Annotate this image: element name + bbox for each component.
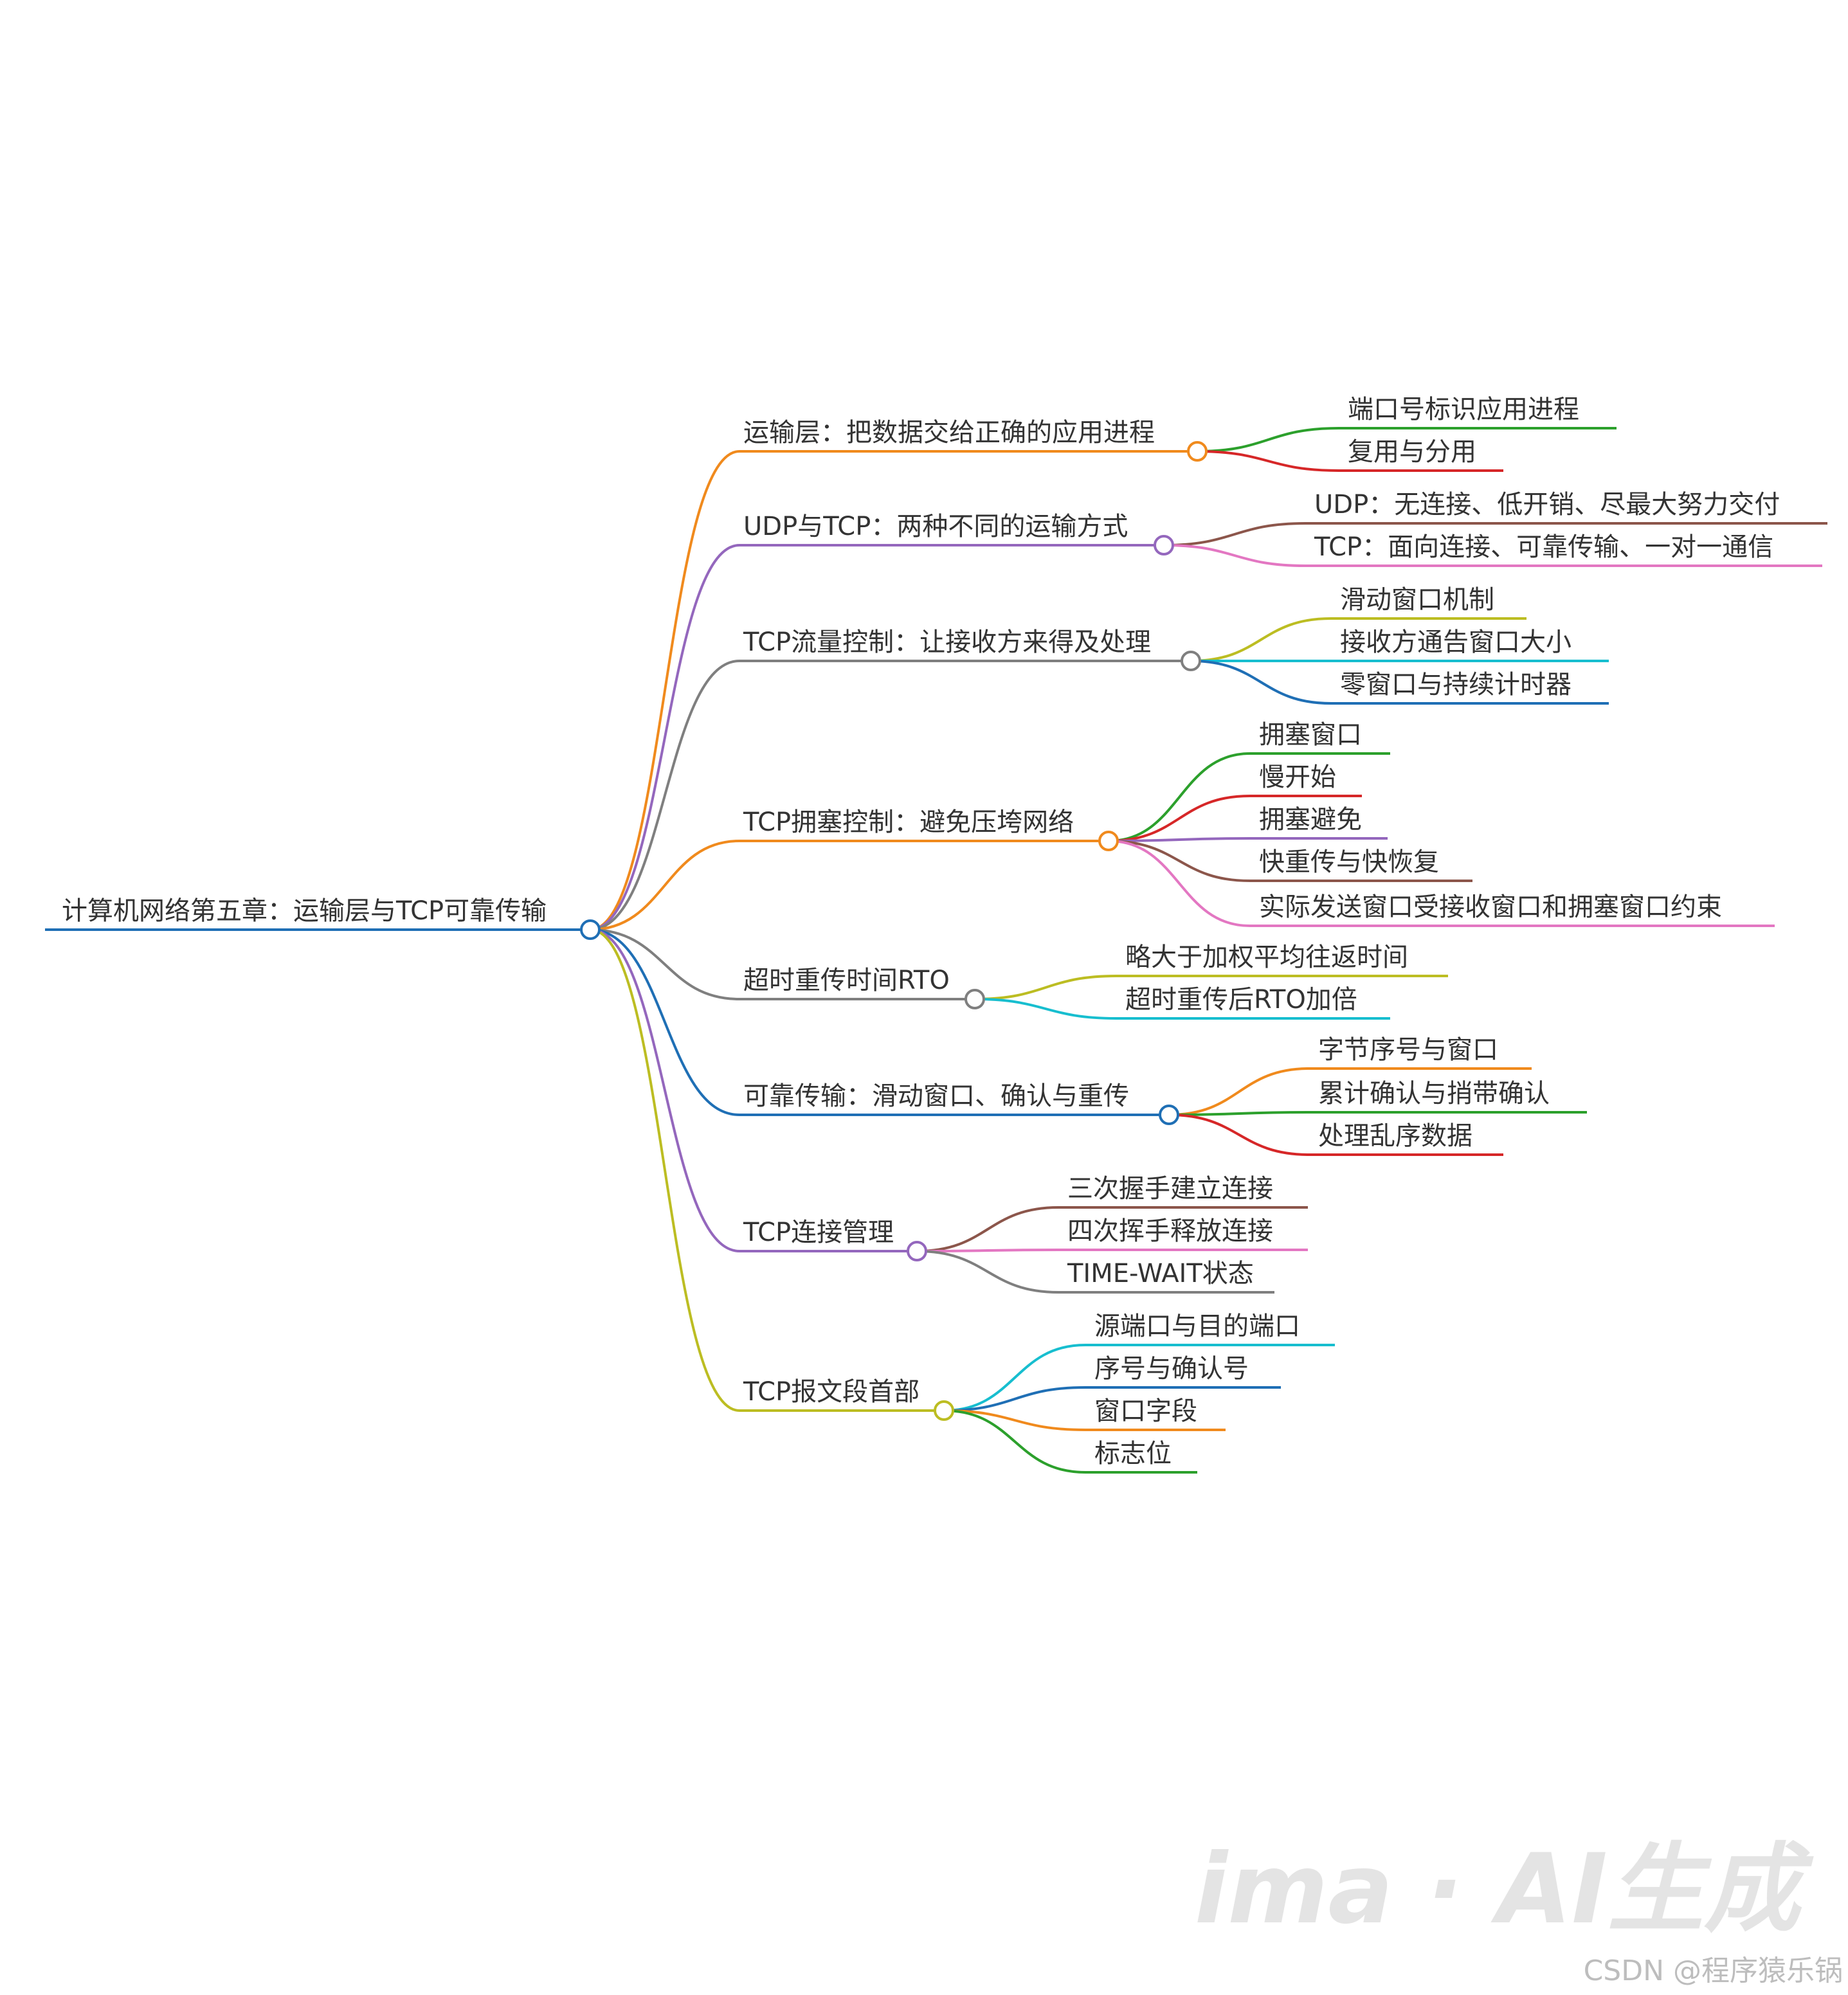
leaf-connector <box>1108 840 1251 882</box>
leaf-topic-label: 实际发送窗口受接收窗口和拥塞窗口约束 <box>1259 892 1722 922</box>
leaf-topic-label: TIME-WAIT状态 <box>1067 1259 1254 1288</box>
leaf-topic-label: 略大于加权平均往返时间 <box>1125 943 1408 972</box>
leaf-connector <box>943 1409 1086 1474</box>
connector-lines <box>45 427 1827 1474</box>
leaf-topic-label: 字节序号与窗口 <box>1318 1035 1498 1065</box>
leaf-topic-label: UDP：无连接、低开销、尽最大努力交付 <box>1314 490 1780 519</box>
leaf-connector <box>1197 450 1339 472</box>
leaf-connector <box>974 975 1117 1000</box>
branch-connector <box>590 840 740 931</box>
leaf-topic-label: 累计确认与捎带确认 <box>1318 1079 1550 1108</box>
leaf-topic-label: 拥塞窗口 <box>1259 720 1362 750</box>
leaf-topic-label: 超时重传后RTO加倍 <box>1125 985 1357 1015</box>
leaf-topic-label: 零窗口与持续计时器 <box>1340 670 1572 700</box>
leaf-connector <box>1190 660 1332 705</box>
branch-collapse-toggle[interactable] <box>1154 535 1174 555</box>
branch-connector <box>590 928 740 1252</box>
leaf-topic-label: 源端口与目的端口 <box>1094 1312 1300 1341</box>
branch-topic-label: 超时重传时间RTO <box>743 966 950 995</box>
leaf-connector <box>1168 1111 1310 1116</box>
branch-topic-label: 运输层：把数据交给正确的应用进程 <box>743 418 1155 447</box>
leaf-topic-label: 接收方通告窗口大小 <box>1340 627 1572 657</box>
branch-collapse-toggle[interactable] <box>934 1400 954 1421</box>
branch-topic-label: 可靠传输：滑动窗口、确认与重传 <box>743 1081 1129 1111</box>
csdn-credit: CSDN @程序猿乐锅 <box>1584 1954 1843 1987</box>
branch-collapse-toggle[interactable] <box>1098 831 1119 851</box>
branch-connector <box>590 660 740 931</box>
branch-connector <box>590 928 740 1000</box>
branch-connector <box>590 450 740 931</box>
leaf-topic-label: 窗口字段 <box>1094 1396 1197 1426</box>
branch-topic-label: UDP与TCP：两种不同的运输方式 <box>743 512 1128 541</box>
leaf-topic-label: 端口号标识应用进程 <box>1348 395 1579 424</box>
leaf-topic-label: 滑动窗口机制 <box>1340 585 1494 615</box>
leaf-connector <box>943 1386 1086 1412</box>
branch-collapse-toggle[interactable] <box>965 989 985 1009</box>
branch-connector <box>590 928 740 1116</box>
branch-connector <box>590 544 740 931</box>
leaf-connector <box>1190 617 1332 662</box>
leaf-topic-label: 处理乱序数据 <box>1318 1121 1472 1151</box>
leaf-connector <box>1163 522 1306 546</box>
leaf-connector <box>1163 544 1306 567</box>
leaf-connector <box>916 1206 1059 1252</box>
branch-collapse-toggle[interactable] <box>907 1241 927 1261</box>
leaf-topic-label: 标志位 <box>1094 1439 1172 1468</box>
root-topic-label: 计算机网络第五章：运输层与TCP可靠传输 <box>62 896 547 926</box>
branch-collapse-toggle[interactable] <box>1159 1105 1179 1125</box>
leaf-topic-label: 快重传与快恢复 <box>1259 847 1439 877</box>
branch-collapse-toggle[interactable] <box>1181 651 1201 671</box>
leaf-connector <box>943 1344 1086 1412</box>
leaf-topic-label: 三次握手建立连接 <box>1067 1174 1273 1204</box>
mind-map-nodes: 计算机网络第五章：运输层与TCP可靠传输 运输层：把数据交给正确的应用进程 端口号标… <box>62 395 1780 1468</box>
leaf-connector <box>916 1249 1059 1252</box>
leaf-connector <box>1108 752 1251 842</box>
leaf-connector <box>916 1250 1059 1294</box>
branch-connector <box>590 928 740 1412</box>
branch-topic-label: TCP流量控制：让接收方来得及处理 <box>743 627 1151 657</box>
leaf-connector <box>1197 427 1339 453</box>
leaf-connector <box>1108 840 1251 927</box>
branch-topic-label: TCP报文段首部 <box>743 1377 919 1407</box>
ima-ai-watermark: ima · AI生成 <box>1195 1834 1814 1945</box>
leaf-connector <box>1108 795 1251 842</box>
leaf-topic-label: 序号与确认号 <box>1094 1354 1249 1384</box>
branch-topic-label: TCP连接管理 <box>743 1218 894 1247</box>
leaf-topic-label: 复用与分用 <box>1348 437 1476 467</box>
branch-topic-label: TCP拥塞控制：避免压垮网络 <box>743 808 1074 837</box>
leaf-topic-label: 四次挥手释放连接 <box>1067 1216 1273 1246</box>
watermark-area: ima · AI生成 CSDN @程序猿乐锅 <box>1195 1834 1843 1987</box>
leaf-connector <box>1168 1067 1310 1116</box>
leaf-topic-label: 拥塞避免 <box>1259 805 1362 835</box>
leaf-topic-label: TCP：面向连接、可靠传输、一对一通信 <box>1314 532 1773 562</box>
leaf-connector <box>943 1409 1086 1431</box>
leaf-connector <box>974 998 1117 1020</box>
leaf-connector <box>1108 837 1251 842</box>
root-collapse-toggle[interactable] <box>580 919 601 940</box>
leaf-connector <box>1168 1114 1310 1156</box>
branch-collapse-toggle[interactable] <box>1187 441 1208 462</box>
leaf-topic-label: 慢开始 <box>1259 763 1336 792</box>
